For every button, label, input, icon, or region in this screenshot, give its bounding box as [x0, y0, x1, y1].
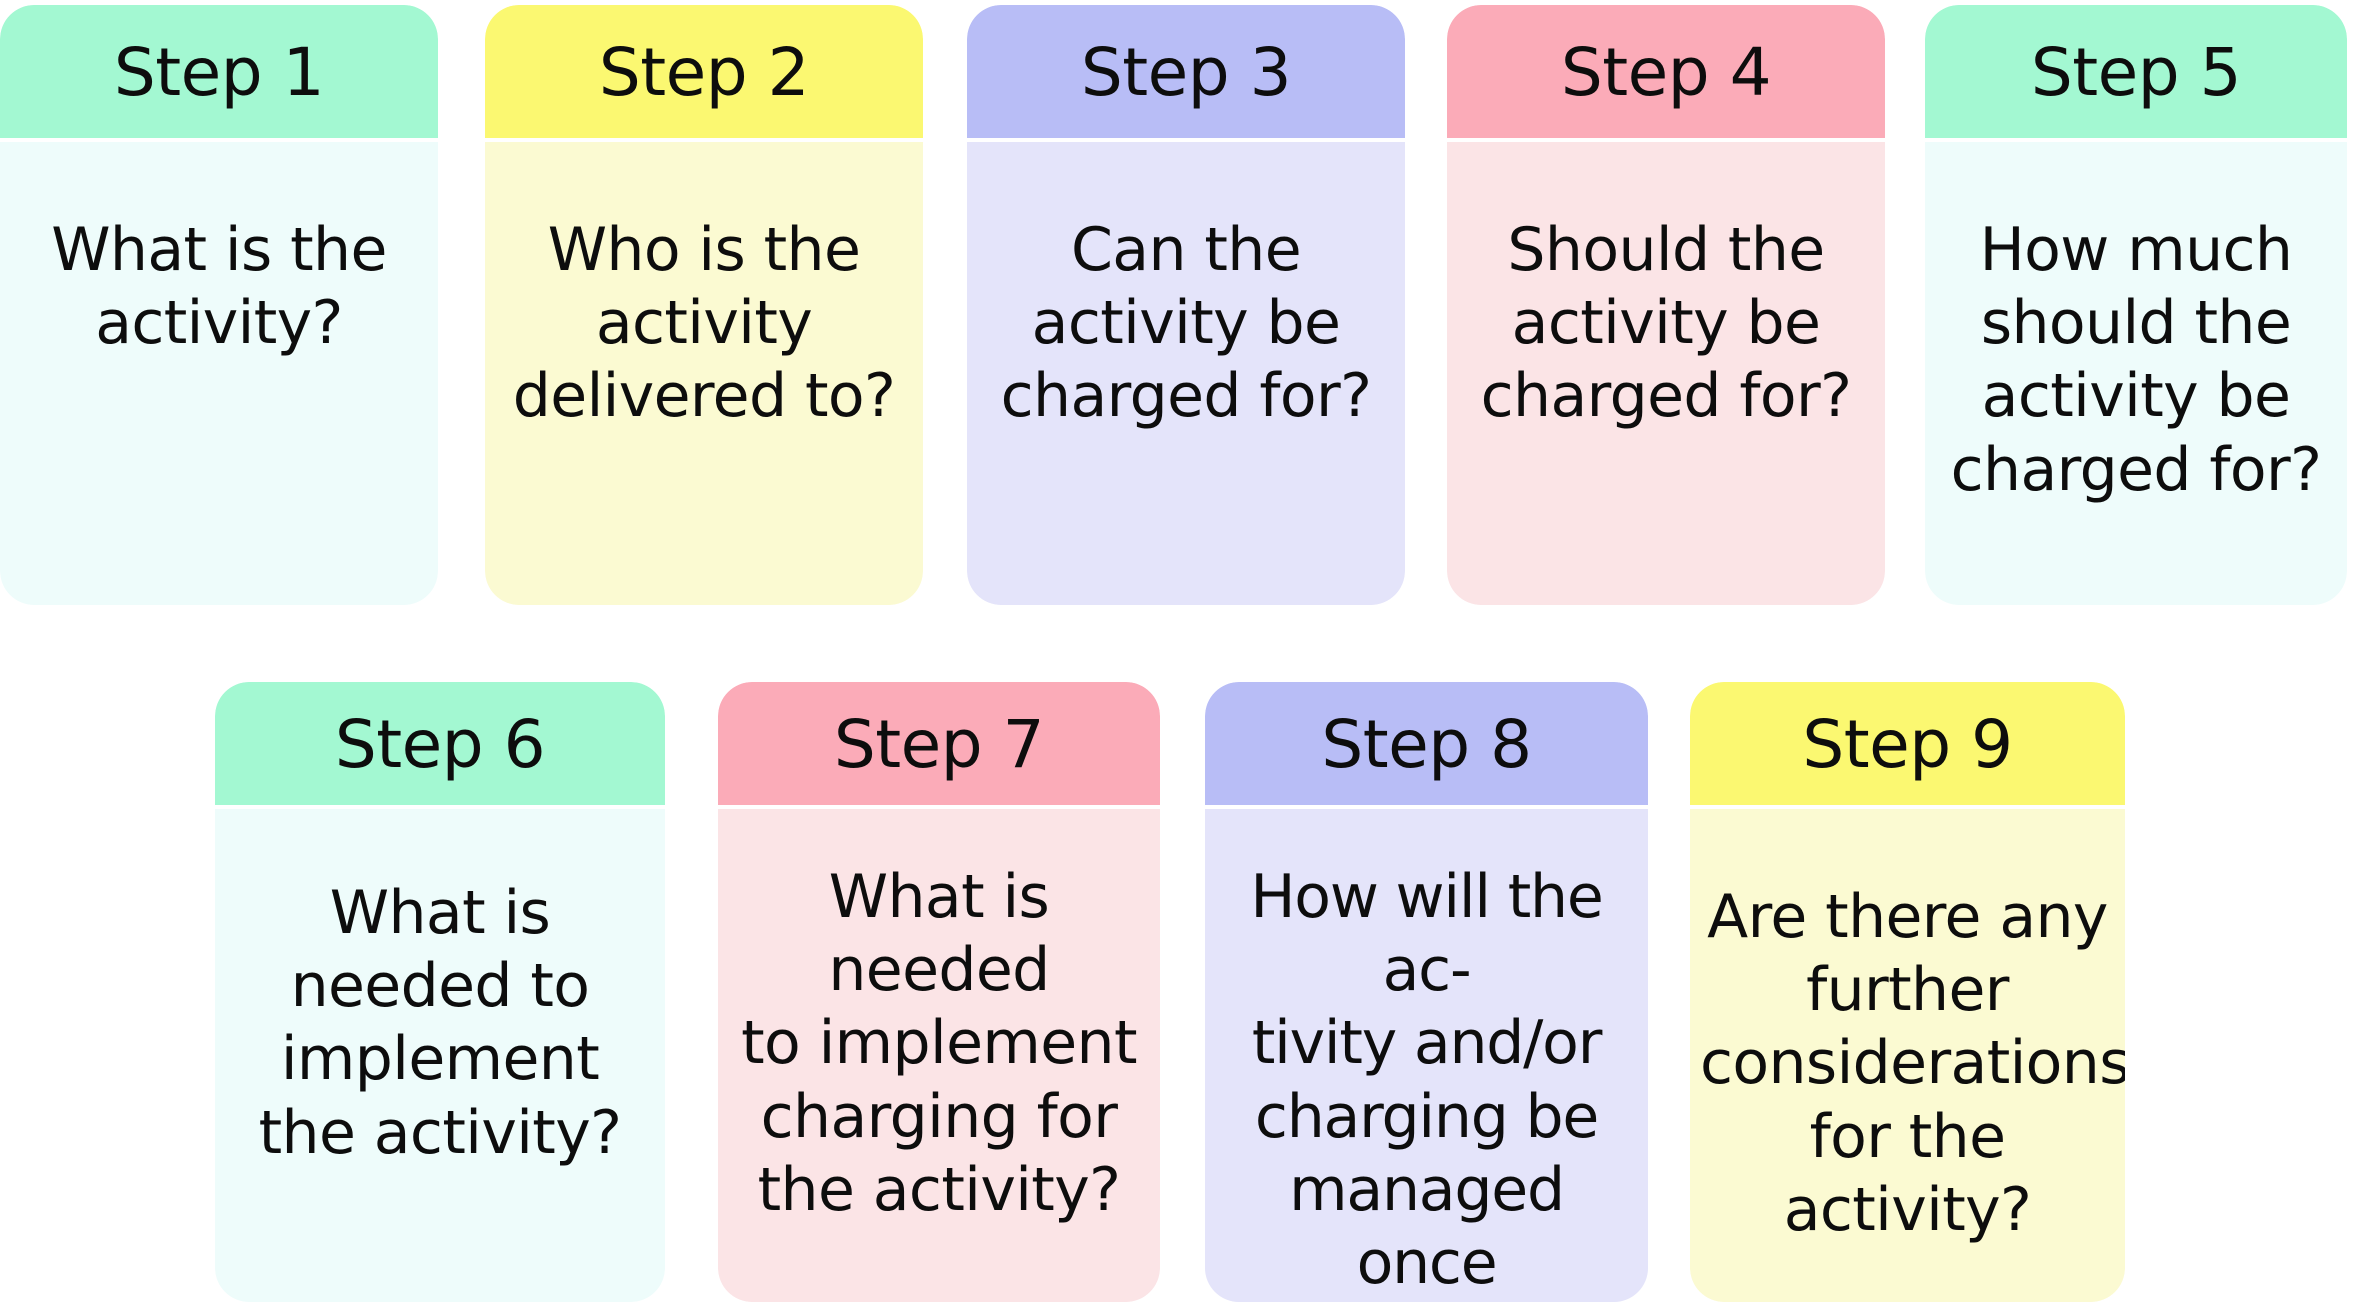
step-card-1-divider	[0, 138, 438, 142]
step-card-3[interactable]: Step 3 Can the activity be charged for?	[967, 5, 1405, 605]
step-card-7-text: What is needed to implement charging for…	[741, 862, 1137, 1225]
step-card-4[interactable]: Step 4 Should the activity be charged fo…	[1447, 5, 1885, 605]
step-card-7[interactable]: Step 7 What is needed to implement charg…	[718, 682, 1160, 1302]
step-card-5-divider	[1925, 138, 2347, 142]
step-card-3-text: Can the activity be charged for?	[1000, 215, 1372, 432]
step-card-6[interactable]: Step 6 What is needed to implement the a…	[215, 682, 665, 1302]
step-card-1-text: What is the activity?	[51, 215, 387, 359]
step-card-5-header: Step 5	[1925, 5, 2347, 138]
step-card-4-text: Should the activity be charged for?	[1480, 215, 1852, 432]
step-card-9-text: Are there any further considerations for…	[1700, 882, 2125, 1245]
step-card-9-header: Step 9	[1690, 682, 2125, 805]
step-card-1-header: Step 1	[0, 5, 438, 138]
step-card-9-title: Step 9	[1802, 705, 2013, 783]
step-card-8-title: Step 8	[1321, 705, 1532, 783]
step-card-3-header: Step 3	[967, 5, 1405, 138]
step-card-3-body: Can the activity be charged for?	[967, 142, 1405, 605]
step-card-2-body: Who is the activity delivered to?	[485, 142, 923, 605]
step-card-1-title: Step 1	[113, 33, 325, 111]
step-card-3-divider	[967, 138, 1405, 142]
step-card-8-divider	[1205, 805, 1648, 809]
step-card-7-header: Step 7	[718, 682, 1160, 805]
step-card-7-divider	[718, 805, 1160, 809]
step-card-1-body: What is the activity?	[0, 142, 438, 605]
step-card-5-title: Step 5	[2030, 33, 2242, 111]
step-card-5-body: How much should the activity be charged …	[1925, 142, 2347, 605]
step-card-8-header: Step 8	[1205, 682, 1648, 805]
step-card-8-text: How will the ac- tivity and/or charging …	[1218, 862, 1635, 1302]
step-card-6-title: Step 6	[334, 705, 546, 783]
step-card-9-body: Are there any further considerations for…	[1690, 809, 2125, 1302]
step-card-5[interactable]: Step 5 How much should the activity be c…	[1925, 5, 2347, 605]
step-card-4-body: Should the activity be charged for?	[1447, 142, 1885, 605]
step-card-7-title: Step 7	[833, 705, 1045, 783]
step-card-4-divider	[1447, 138, 1885, 142]
step-card-2[interactable]: Step 2 Who is the activity delivered to?	[485, 5, 923, 605]
step-card-2-divider	[485, 138, 923, 142]
step-card-8-body: How will the ac- tivity and/or charging …	[1205, 809, 1648, 1302]
step-card-6-header: Step 6	[215, 682, 665, 805]
step-card-5-text: How much should the activity be charged …	[1950, 215, 2322, 505]
step-card-4-title: Step 4	[1560, 33, 1772, 111]
step-card-6-text: What is needed to implement the activity…	[258, 878, 622, 1168]
step-card-6-body: What is needed to implement the activity…	[215, 809, 665, 1302]
step-card-9[interactable]: Step 9 Are there any further considerati…	[1690, 682, 2125, 1302]
step-card-8[interactable]: Step 8 How will the ac- tivity and/or ch…	[1205, 682, 1648, 1302]
step-card-3-title: Step 3	[1080, 33, 1292, 111]
step-card-6-divider	[215, 805, 665, 809]
step-card-4-header: Step 4	[1447, 5, 1885, 138]
step-card-2-header: Step 2	[485, 5, 923, 138]
step-card-2-title: Step 2	[598, 33, 810, 111]
step-card-9-divider	[1690, 805, 2125, 809]
step-card-7-body: What is needed to implement charging for…	[718, 809, 1160, 1302]
step-card-1[interactable]: Step 1 What is the activity?	[0, 5, 438, 605]
step-card-2-text: Who is the activity delivered to?	[512, 215, 896, 432]
